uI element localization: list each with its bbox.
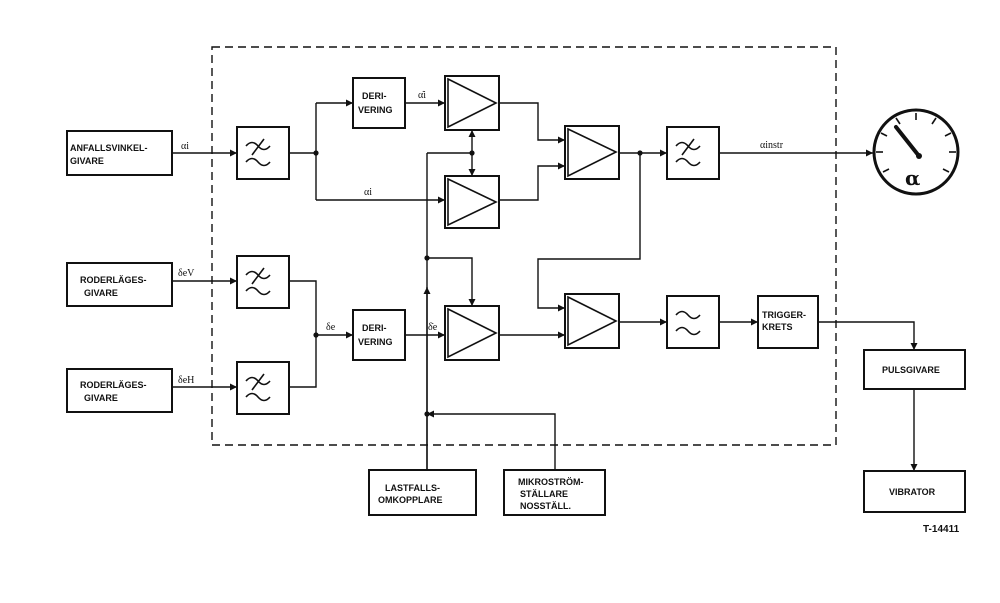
micro-switch-label-1: MIKROSTRÖM-: [518, 477, 584, 487]
derivator-top-label-1: DERI-: [362, 91, 387, 101]
angle-sensor-block: ANFALLSVINKEL- GIVARE: [66, 130, 173, 176]
signal-alpha-i-dot: α̇i: [418, 90, 426, 101]
trigger-block: TRIGGER- KRETS: [757, 295, 819, 349]
derivator-top-label-2: VERING: [358, 105, 393, 115]
rudder-sensor-v-label-2: GIVARE: [84, 288, 118, 298]
filter-block-3: [236, 361, 290, 415]
vibrator-block: VIBRATOR: [863, 470, 966, 513]
rudder-sensor-v-block: RODERLÄGES- GIVARE: [66, 262, 173, 307]
angle-sensor-label-2: GIVARE: [70, 156, 104, 166]
rudder-sensor-h-block: RODERLÄGES- GIVARE: [66, 368, 173, 413]
signal-alpha-i: αi: [364, 187, 372, 198]
amplifier-block-e: [564, 293, 620, 349]
rudder-sensor-h-label-1: RODERLÄGES-: [80, 380, 147, 390]
derivator-bottom-label-2: VERING: [358, 337, 393, 347]
load-switch-block: LASTFALLS- OMKOPPLARE: [368, 469, 477, 516]
rudder-sensor-h-label-2: GIVARE: [84, 393, 118, 403]
vibrator-label: VIBRATOR: [889, 487, 936, 497]
derivator-block-top: DERI- VERING: [352, 77, 406, 129]
amplifier-block-b: [444, 175, 500, 229]
signal-delta-eh: δeH: [178, 375, 194, 386]
alpha-gauge: α: [872, 108, 960, 196]
system-boundary: [211, 46, 837, 446]
drawing-number: T-14411: [923, 524, 960, 535]
filter-block-1: [236, 126, 290, 180]
micro-switch-label-2: STÄLLARE: [520, 489, 568, 499]
rudder-sensor-v-label-1: RODERLÄGES-: [80, 275, 147, 285]
micro-switch-block: MIKROSTRÖM- STÄLLARE NOSSTÄLL.: [503, 469, 606, 516]
derivator-block-bottom: DERI- VERING: [352, 309, 406, 361]
derivator-bottom-label-1: DERI-: [362, 323, 387, 333]
load-switch-label-1: LASTFALLS-: [385, 483, 440, 493]
signal-wires: [172, 99, 918, 471]
signal-delta-e-dot: δ̇e: [428, 322, 438, 333]
signal-alpha-i-in: αi: [181, 141, 189, 152]
amplifier-block-c: [564, 125, 620, 180]
filter-block-2: [236, 255, 290, 309]
gauge-needle-icon: [894, 125, 921, 158]
amplifier-block-a: [444, 75, 500, 131]
angle-sensor-label-1: ANFALLSVINKEL-: [70, 143, 148, 153]
trigger-label-1: TRIGGER-: [762, 310, 806, 320]
signal-alpha-instr: αinstr: [760, 140, 784, 151]
micro-switch-label-3: NOSSTÄLL.: [520, 501, 571, 511]
trigger-label-2: KRETS: [762, 322, 793, 332]
amplifier-block-d: [444, 305, 500, 361]
gauge-symbol: α: [905, 166, 920, 190]
filter-block-4: [666, 126, 720, 180]
signal-delta-ev: δeV: [178, 268, 195, 279]
junction-dots: [313, 150, 643, 417]
load-switch-label-2: OMKOPPLARE: [378, 495, 443, 505]
filter-block-5: [666, 295, 720, 349]
signal-delta-e: δe: [326, 322, 336, 333]
pulse-generator-label: PULSGIVARE: [882, 365, 940, 375]
pulse-generator-block: PULSGIVARE: [863, 349, 966, 390]
